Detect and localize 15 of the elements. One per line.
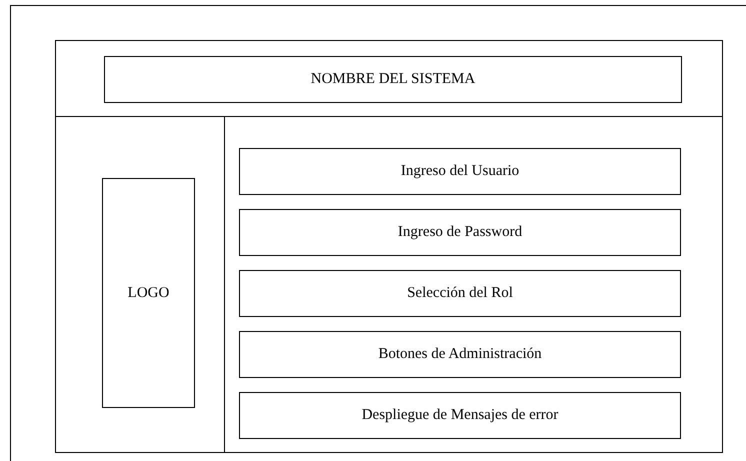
placeholder-label: LOGO	[128, 284, 170, 302]
section-label: Despliegue de Mensajes de error	[362, 407, 558, 424]
section-label: Botones de Administración	[378, 346, 542, 363]
title-box	[104, 56, 682, 103]
form-section-box	[239, 392, 681, 439]
section-label: Ingreso del Usuario	[400, 163, 520, 180]
section-label: Ingreso de Password	[398, 224, 522, 241]
window-frame	[55, 40, 723, 453]
sidebar-panel-box	[102, 178, 195, 408]
form-section-box	[239, 209, 681, 256]
form-section-box	[239, 270, 681, 317]
system-name: NOMBRE DEL SISTEMA	[310, 71, 476, 88]
form-section-box	[239, 148, 681, 195]
section-label: Selección del Rol	[407, 285, 513, 302]
form-section-box	[239, 331, 681, 378]
